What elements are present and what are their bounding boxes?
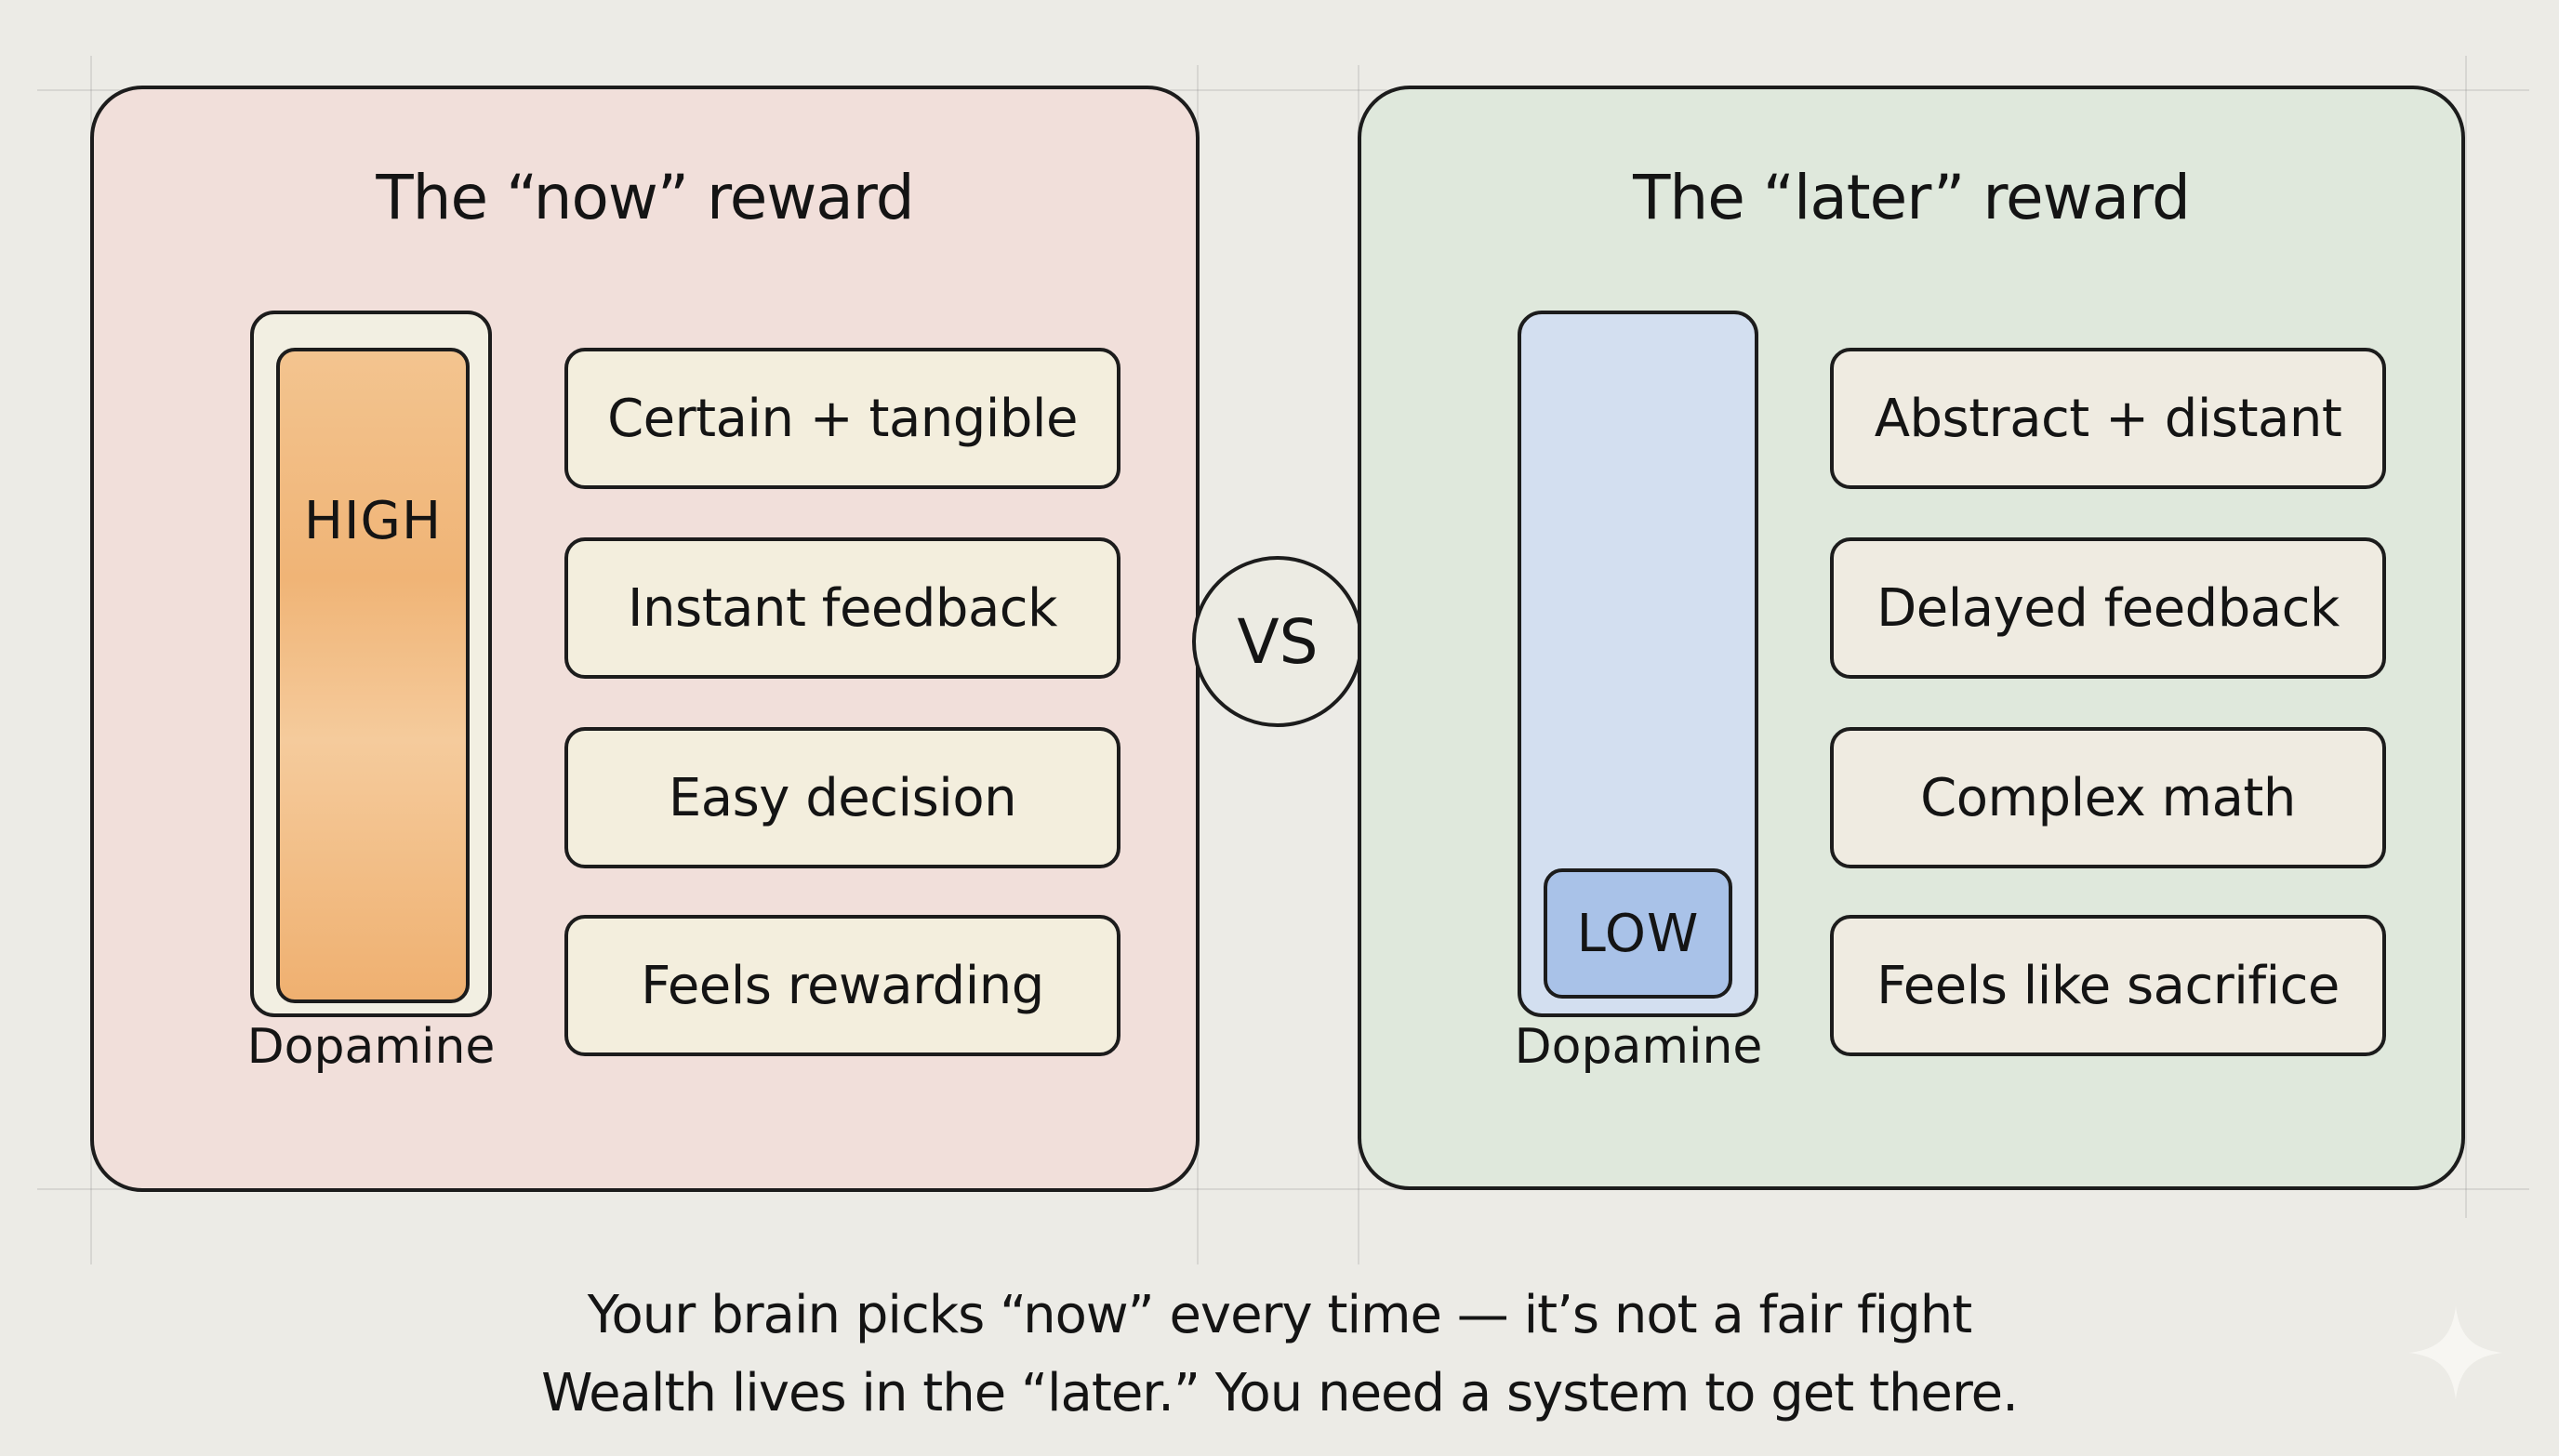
later-item: Delayed feedback: [1830, 537, 2386, 679]
later-dopamine-meter: LOW: [1518, 311, 1758, 1017]
now-dopamine-fill: HIGH: [276, 348, 470, 1003]
later-item: Abstract + distant: [1830, 348, 2386, 489]
now-item: Feels rewarding: [564, 915, 1120, 1056]
vs-badge: VS: [1192, 556, 1363, 727]
now-item: Easy decision: [564, 727, 1120, 868]
now-dopamine-level-label: HIGH: [303, 491, 443, 551]
later-reward-title: The “later” reward: [1633, 162, 2191, 233]
sparkle-icon: [2409, 1306, 2502, 1399]
later-reward-panel: The “later” reward LOW Dopamine Abstract…: [1358, 86, 2465, 1190]
now-reward-title: The “now” reward: [376, 162, 914, 233]
footer-line-2: Wealth lives in the “later.” You need a …: [541, 1363, 2019, 1423]
later-dopamine-level-label: LOW: [1576, 903, 1700, 964]
guide-line: [2465, 56, 2467, 1218]
vs-label: VS: [1237, 605, 1319, 678]
later-item: Complex math: [1830, 727, 2386, 868]
now-reward-panel: The “now” reward HIGH Dopamine Certain +…: [90, 86, 1200, 1192]
guide-line: [37, 89, 2529, 91]
guide-line: [37, 1188, 2529, 1190]
later-dopamine-fill: LOW: [1544, 868, 1732, 999]
footer-line-1: Your brain picks “now” every time — it’s…: [587, 1285, 1972, 1345]
now-dopamine-meter: HIGH: [250, 311, 492, 1017]
now-item: Instant feedback: [564, 537, 1120, 679]
now-dopamine-caption: Dopamine: [246, 1019, 496, 1075]
later-dopamine-caption: Dopamine: [1514, 1019, 1763, 1075]
later-item: Feels like sacrifice: [1830, 915, 2386, 1056]
now-item: Certain + tangible: [564, 348, 1120, 489]
